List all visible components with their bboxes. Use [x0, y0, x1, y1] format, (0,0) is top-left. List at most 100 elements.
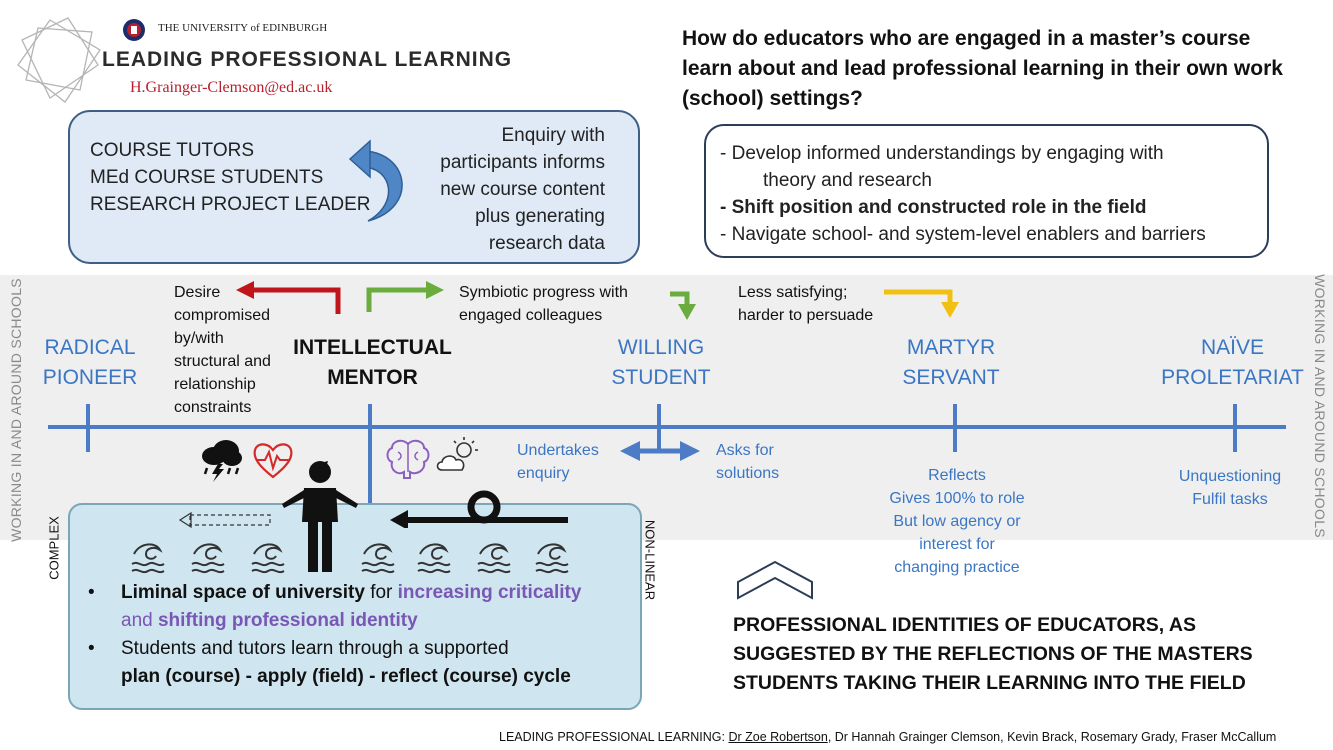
bullet-bold: plan (course) - apply (field) - reflect … [121, 666, 571, 687]
green-arrow-1-head [426, 281, 444, 299]
note-line: Symbiotic progress with [459, 284, 628, 301]
waves-row [131, 543, 569, 574]
role-label-line: PIONEER [42, 366, 138, 389]
note-line: Asks for [716, 442, 774, 459]
participants-box [68, 110, 640, 264]
footer-credits: LEADING PROFESSIONAL LEARNING: Dr Zoe Ro… [499, 730, 1276, 744]
enquiry-text: Enquiry with participants informs new co… [415, 122, 605, 257]
role-label-line: MARTYR [906, 336, 996, 359]
liminal-bullets: • Liminal space of university for increa… [88, 579, 628, 691]
logo-geometric-icon [17, 17, 101, 103]
role-willing-student: WILLING STUDENT [596, 333, 726, 393]
liminal-space-box [68, 503, 642, 710]
bullet-bold: Liminal space of university [121, 582, 365, 603]
green-arrow-2-head [678, 304, 696, 320]
conclusion-line: SUGGESTED BY THE REFLECTIONS OF THE MAST… [733, 643, 1253, 665]
note-line: Less satisfying; [738, 284, 848, 301]
note-line: relationship [174, 376, 256, 393]
chevron-up-icon [737, 560, 813, 600]
enquiry-line: plus generating [475, 206, 605, 227]
university-crest-icon [123, 19, 145, 41]
wave-icon [417, 543, 451, 574]
role-label-line: SERVANT [902, 366, 1000, 389]
note-line: Desire [174, 284, 221, 301]
note-asks-solutions: Asks for solutions [716, 439, 779, 485]
note-symbiotic: Symbiotic progress with engaged colleagu… [459, 281, 628, 327]
note-line: Undertakes [517, 442, 599, 459]
red-arrow [252, 287, 341, 314]
wave-icon [361, 543, 395, 574]
finding-item: theory and research [763, 170, 932, 191]
participant-item: RESEARCH PROJECT LEADER [90, 194, 371, 215]
field-band [0, 275, 1333, 540]
double-arrow-right-head [680, 441, 700, 461]
note-undertakes-enquiry: Undertakes enquiry [517, 439, 599, 485]
enquiry-line: participants informs [440, 152, 605, 173]
note-less-satisfying: Less satisfying; harder to persuade [738, 281, 873, 327]
bullet-text: for [364, 582, 398, 603]
note-line: enquiry [517, 465, 570, 482]
note-line: engaged colleagues [459, 307, 603, 324]
note-line: constraints [174, 399, 252, 416]
note-line: by/with [174, 330, 224, 347]
role-label-line: NAÏVE [1200, 336, 1265, 359]
logo-title: LEADING PROFESSIONAL LEARNING [102, 48, 513, 71]
double-arrow-left-head [620, 441, 640, 461]
bullet-dot: • [88, 638, 95, 659]
note-line: solutions [716, 465, 780, 482]
bullet-item: • Liminal space of university for increa… [88, 579, 628, 635]
bullet-text: and [121, 610, 158, 631]
person-figure-icon [282, 461, 358, 572]
role-martyr-servant: MARTYR SERVANT [886, 333, 1016, 393]
heartbeat-icon [253, 443, 293, 479]
green-arrow-2 [670, 291, 690, 306]
role-radical-pioneer: RADICAL PIONEER [30, 333, 150, 393]
bullet-text: Students and tutors learn through a supp… [121, 638, 509, 659]
finding-item: - Develop informed understandings by eng… [720, 143, 1164, 164]
note-line: Fulfil tasks [1192, 491, 1268, 508]
participants-list: COURSE TUTORS MEd COURSE STUDENTS RESEAR… [90, 137, 371, 218]
partly-sunny-icon [436, 437, 478, 471]
note-line: structural and [174, 353, 271, 370]
yellow-arrow [884, 289, 953, 304]
green-arrow-1 [366, 287, 428, 312]
role-label-line: MENTOR [327, 366, 418, 389]
university-name: THE UNIVERSITY of EDINBURGH [158, 22, 328, 34]
findings-box [704, 124, 1269, 258]
storm-cloud-icon [202, 440, 242, 482]
bullet-item: • Students and tutors learn through a su… [88, 635, 628, 691]
wave-icon [191, 543, 225, 574]
footer-authors: , Dr Hannah Grainger Clemson, Kevin Brac… [827, 730, 1277, 744]
role-intellectual-mentor: INTELLECTUAL MENTOR [290, 333, 455, 393]
lifebuoy-arrow [390, 490, 568, 528]
footer-lead-author: Dr Zoe Robertson [728, 730, 828, 744]
dashed-arrow-icon [178, 511, 271, 529]
bullet-purple: increasing criticality [397, 582, 582, 603]
complex-label: COMPLEX [46, 516, 62, 580]
role-label-line: RADICAL [44, 336, 136, 359]
wave-icon [535, 543, 569, 574]
note-reflects: Reflects Gives 100% to role But low agen… [870, 464, 1044, 579]
role-label-line: INTELLECTUAL [293, 336, 452, 359]
note-line: compromised [174, 307, 271, 324]
role-naive-proletariat: NAÏVE PROLETARIAT [1160, 333, 1305, 393]
note-line: interest for [919, 536, 995, 553]
nonlinear-label: NON-LINEAR [642, 519, 658, 601]
note-line: Reflects [928, 467, 986, 484]
red-arrow-head [236, 281, 254, 299]
note-unquestioning: Unquestioning Fulfil tasks [1165, 465, 1295, 511]
yellow-arrow-head [941, 302, 959, 318]
note-line: But low agency or [893, 513, 1021, 530]
role-label-line: WILLING [617, 336, 705, 359]
wave-icon [251, 543, 285, 574]
bullet-purple: shifting professional identity [157, 610, 418, 631]
conclusion-line: PROFESSIONAL IDENTITIES OF EDUCATORS, AS [733, 614, 1196, 636]
footer-prefix: LEADING PROFESSIONAL LEARNING: [499, 730, 729, 744]
finding-item: - Shift position and constructed role in… [720, 197, 1147, 218]
enquiry-line: Enquiry with [501, 125, 606, 146]
brain-icon [386, 439, 430, 479]
enquiry-line: research data [488, 233, 605, 254]
finding-item: - Navigate school- and system-level enab… [720, 224, 1206, 245]
cycle-arrow-icon [348, 139, 403, 222]
